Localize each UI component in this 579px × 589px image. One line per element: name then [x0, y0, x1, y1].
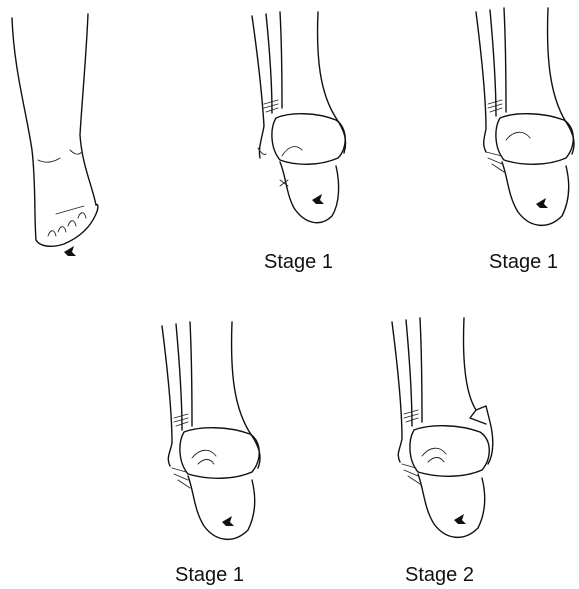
panel-label-stage-2: Stage 2: [405, 565, 474, 585]
calcaneus-outline: [418, 474, 485, 537]
fibula-outline: [476, 12, 486, 152]
ankle-stage1-illustration-a: [240, 8, 360, 243]
leg-left-outline: [12, 18, 36, 240]
tibia-outline: [232, 322, 260, 468]
talus-outline: [272, 114, 345, 165]
ankle-stage1-illustration-b: [466, 4, 579, 244]
foot-illustration: [0, 0, 120, 265]
ankle-stage2-illustration: [378, 314, 508, 559]
panel-label-stage-1a: Stage 1: [264, 252, 333, 272]
fibula-outline: [392, 322, 402, 462]
calcaneus-outline: [502, 162, 569, 225]
talus-outline: [496, 114, 573, 165]
posterior-malleolus-fragment: [470, 410, 486, 424]
direction-arrow-icon: [454, 514, 466, 524]
talus-outline: [180, 428, 259, 479]
leg-right-outline: [80, 14, 96, 205]
calcaneus-outline: [188, 476, 255, 539]
panel-label-stage-1b: Stage 1: [489, 252, 558, 272]
direction-arrow-icon: [64, 246, 76, 256]
direction-arrow-icon: [312, 194, 324, 204]
tibia-outline: [548, 8, 574, 154]
calcaneus-outline: [280, 162, 339, 223]
panel-label-stage-1c: Stage 1: [175, 565, 244, 585]
tibia-outline: [318, 12, 346, 153]
fibula-outline: [252, 16, 264, 158]
direction-arrow-icon: [222, 516, 234, 526]
fibula-outline: [162, 326, 172, 466]
ankle-stage1-illustration-c: [148, 318, 278, 558]
talus-outline: [410, 426, 489, 477]
direction-arrow-icon: [536, 198, 548, 208]
